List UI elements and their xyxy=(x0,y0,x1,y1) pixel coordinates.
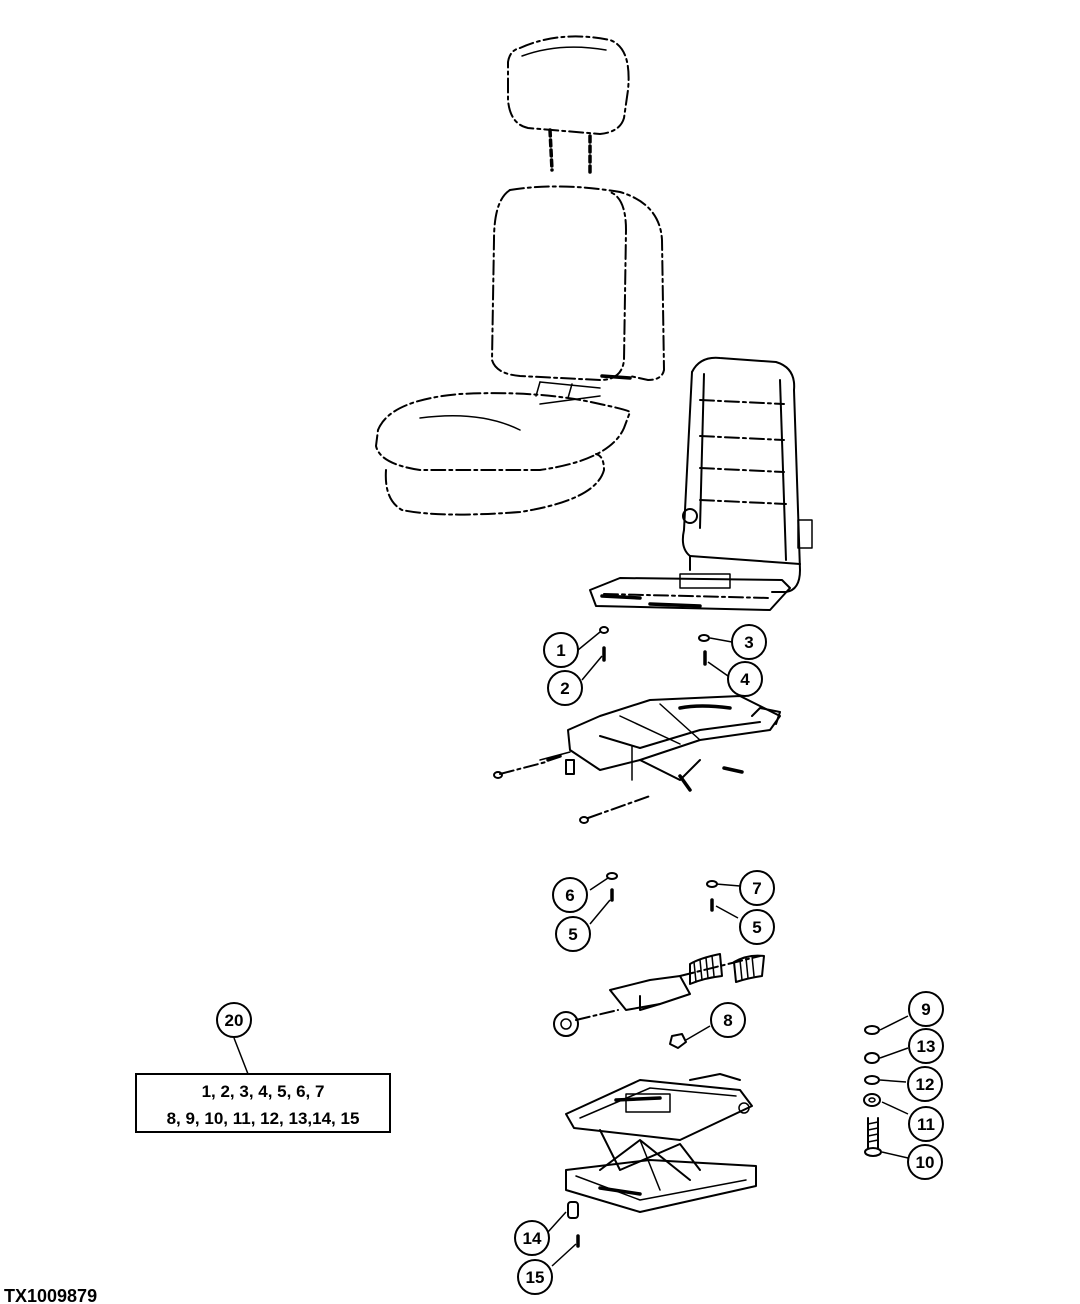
callout-label: 11 xyxy=(917,1115,935,1134)
suspension-base xyxy=(565,1073,757,1213)
callout-9: 9 xyxy=(908,991,944,1027)
callout-1: 1 xyxy=(543,632,579,668)
spring-adjuster xyxy=(553,953,765,1049)
callout-13: 13 xyxy=(908,1028,944,1064)
callout-label: 2 xyxy=(560,679,569,698)
callout-label: 5 xyxy=(568,925,577,944)
callout-label: 1 xyxy=(556,641,565,660)
callout-label: 12 xyxy=(916,1075,935,1094)
callout-label: 8 xyxy=(723,1011,732,1030)
callout-4: 4 xyxy=(727,661,763,697)
callout-label: 6 xyxy=(565,886,574,905)
fasteners-middle xyxy=(606,872,718,912)
callout-label: 15 xyxy=(526,1268,545,1287)
callout-7: 7 xyxy=(739,870,775,906)
backrest-cushion xyxy=(490,185,666,399)
callout-label: 7 xyxy=(752,879,761,898)
callout-label: 3 xyxy=(744,633,753,652)
leader-lines xyxy=(233,631,909,1267)
callout-15: 15 xyxy=(517,1259,553,1295)
kit-contents-line-2: 8, 9, 10, 11, 12, 13,14, 15 xyxy=(167,1109,360,1128)
callout-2: 2 xyxy=(547,670,583,706)
kit-contents-box: 1, 2, 3, 4, 5, 6, 7 8, 9, 10, 11, 12, 13… xyxy=(135,1073,391,1133)
callout-5-right: 5 xyxy=(739,909,775,945)
callout-20: 20 xyxy=(216,1002,252,1038)
callout-label: 14 xyxy=(523,1229,542,1248)
callout-label: 13 xyxy=(917,1037,936,1056)
seat-frame xyxy=(589,356,813,611)
callout-6: 6 xyxy=(552,877,588,913)
callout-3: 3 xyxy=(731,624,767,660)
seat-cushion xyxy=(374,392,632,516)
slide-rail-assembly xyxy=(493,695,781,824)
callout-8: 8 xyxy=(710,1002,746,1038)
callout-label: 4 xyxy=(740,670,750,689)
headrest xyxy=(507,35,630,174)
callout-5-left: 5 xyxy=(555,916,591,952)
callout-label: 9 xyxy=(921,1000,930,1019)
kit-contents-line-1: 1, 2, 3, 4, 5, 6, 7 xyxy=(202,1082,325,1101)
callout-12: 12 xyxy=(907,1066,943,1102)
fasteners-upper xyxy=(599,626,710,666)
callout-label: 10 xyxy=(916,1153,935,1172)
callout-14: 14 xyxy=(514,1220,550,1256)
callout-10: 10 xyxy=(907,1144,943,1180)
callout-label: 20 xyxy=(225,1011,244,1030)
fasteners-lower xyxy=(567,1201,580,1248)
callout-label: 5 xyxy=(752,918,761,937)
callout-11: 11 xyxy=(908,1106,944,1142)
figure-id: TX1009879 xyxy=(4,1286,97,1304)
washer-stack xyxy=(863,1025,882,1157)
